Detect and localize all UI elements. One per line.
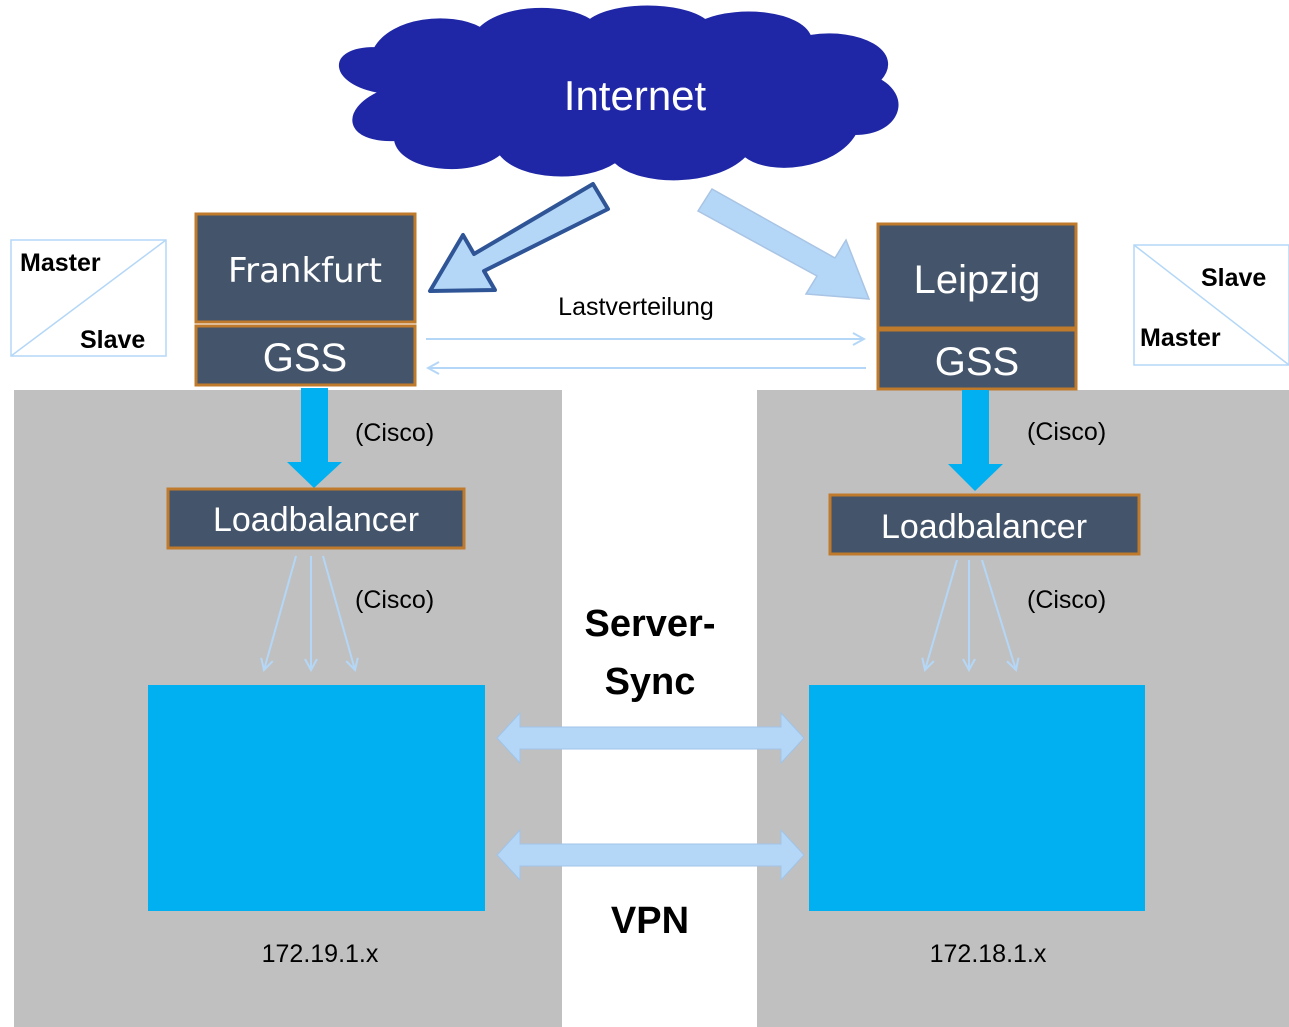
frankfurt-lb-arrow-1 <box>264 555 297 670</box>
frankfurt-lb-arrow-3 <box>322 555 355 670</box>
leipzig-role-box: Slave Master <box>1133 244 1289 366</box>
leipzig-lb-vendor: (Cisco) <box>1027 586 1106 614</box>
leipzig-role-bottom: Master <box>1140 324 1221 352</box>
leipzig-gss-to-lb-arrow <box>948 390 1003 491</box>
cloud-label: Internet <box>564 72 707 119</box>
internet-to-leipzig-arrow <box>696 187 871 300</box>
frankfurt-loadbalancer-label: Loadbalancer <box>213 501 419 539</box>
frankfurt-gss-node <box>194 324 417 387</box>
load-distribution-label: Lastverteilung <box>558 293 714 321</box>
leipzig-loadbalancer-node <box>828 493 1141 556</box>
vpn-label: VPN <box>611 900 689 942</box>
vpn-double-arrow <box>496 828 805 882</box>
internet-cloud: Internet <box>339 5 899 181</box>
leipzig-lb-arrow-1 <box>925 559 958 670</box>
frankfurt-gss-vendor: (Cisco) <box>355 419 434 447</box>
internet-to-frankfurt-arrow <box>428 182 610 293</box>
leipzig-gss-node <box>876 328 1078 391</box>
leipzig-site-node <box>876 222 1078 330</box>
server-sync-double-arrow <box>496 711 805 765</box>
frankfurt-gss-to-lb-arrow <box>287 388 342 488</box>
frankfurt-role-bottom: Slave <box>80 326 145 354</box>
frankfurt-server-block <box>148 685 485 911</box>
frankfurt-lb-vendor: (Cisco) <box>355 586 434 614</box>
leipzig-server-block <box>809 685 1145 911</box>
leipzig-loadbalancer-label: Loadbalancer <box>881 508 1087 546</box>
leipzig-gss-vendor: (Cisco) <box>1027 418 1106 446</box>
leipzig-lb-arrow-3 <box>981 559 1016 670</box>
frankfurt-role-top: Master <box>20 249 101 277</box>
leipzig-site-label: Leipzig <box>914 258 1041 302</box>
frankfurt-subnet: 172.19.1.x <box>262 940 379 968</box>
frankfurt-role-box: Master Slave <box>10 239 167 357</box>
frankfurt-site-label: Frankfurt <box>228 251 382 291</box>
frankfurt-loadbalancer-node <box>166 487 466 550</box>
leipzig-subnet: 172.18.1.x <box>930 940 1047 968</box>
frankfurt-gss-label: GSS <box>263 336 347 380</box>
server-sync-label-line1: Server- <box>585 603 716 645</box>
server-sync-label-line2: Sync <box>605 661 696 703</box>
leipzig-gss-label: GSS <box>935 340 1019 384</box>
frankfurt-site-node <box>194 212 417 324</box>
leipzig-role-top: Slave <box>1201 264 1266 292</box>
